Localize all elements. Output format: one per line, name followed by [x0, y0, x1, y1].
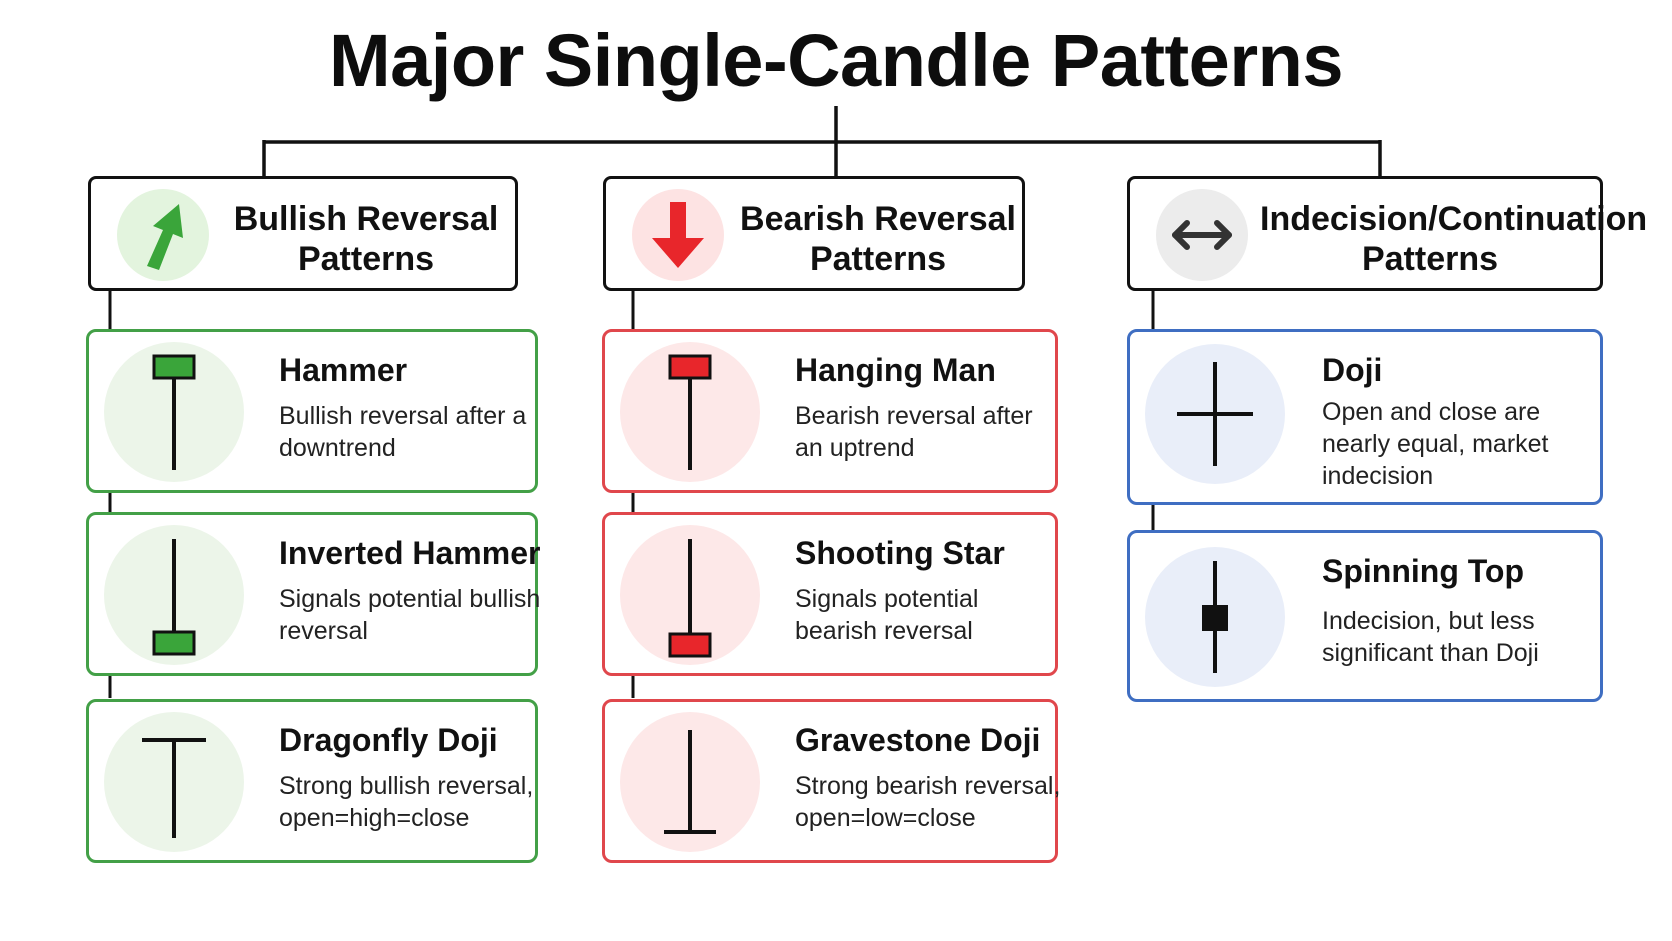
pattern-description: Signals potential bearish reversal: [795, 585, 979, 645]
pattern-card-gravestone-doji: Gravestone Doji Strong bearish reversal,…: [602, 699, 1060, 863]
pattern-card-inverted-hammer: Inverted Hammer Signals potential bullis…: [86, 512, 541, 676]
pattern-card-shooting-star: Shooting Star Signals potential bearish …: [602, 512, 1058, 676]
inverted-hammer-candle-icon: [104, 525, 244, 665]
pattern-card-dragonfly-doji: Dragonfly Doji Strong bullish reversal, …: [86, 699, 538, 863]
header-label: Indecision/Continuation Patterns: [1260, 200, 1648, 278]
pattern-description: Open and close are nearly equal, market …: [1322, 398, 1549, 490]
arrow-down-icon: [632, 189, 724, 281]
hammer-candle-icon: [104, 342, 244, 482]
pattern-description: Bullish reversal after a downtrend: [279, 402, 527, 462]
pattern-description: Strong bullish reversal, open=high=close: [279, 772, 534, 832]
spinning-top-candle-icon: [1145, 547, 1285, 687]
pattern-card-hammer: Hammer Bullish reversal after a downtren…: [86, 329, 538, 493]
header-label: Bullish Reversal Patterns: [233, 200, 499, 278]
pattern-description: Signals potential bullish reversal: [279, 585, 541, 645]
pattern-name: Dragonfly Doji: [279, 722, 498, 758]
pattern-name: Spinning Top: [1322, 553, 1525, 589]
pattern-name: Hanging Man: [795, 352, 996, 388]
pattern-name: Gravestone Doji: [795, 722, 1041, 758]
pattern-description: Strong bearish reversal, open=low=close: [795, 772, 1061, 832]
dragonfly-doji-candle-icon: [104, 712, 244, 852]
doji-candle-icon: [1145, 344, 1285, 484]
double-arrow-icon: [1156, 189, 1248, 281]
header-indecision-continuation: Indecision/Continuation Patterns: [1127, 176, 1648, 291]
header-bullish-reversal: Bullish Reversal Patterns: [88, 176, 518, 291]
pattern-description: Bearish reversal after an uptrend: [795, 402, 1033, 462]
pattern-name: Doji: [1322, 352, 1383, 388]
diagram-title: Major Single-Candle Patterns: [329, 19, 1343, 102]
pattern-name: Shooting Star: [795, 535, 1005, 571]
pattern-card-doji: Doji Open and close are nearly equal, ma…: [1127, 329, 1603, 505]
arrow-up-right-icon: [117, 189, 209, 281]
hanging-man-candle-icon: [620, 342, 760, 482]
header-label: Bearish Reversal Patterns: [740, 200, 1016, 278]
pattern-name: Inverted Hammer: [279, 535, 541, 571]
pattern-card-spinning-top: Spinning Top Indecision, but less signif…: [1127, 530, 1603, 702]
pattern-name: Hammer: [279, 352, 408, 388]
pattern-card-hanging-man: Hanging Man Bearish reversal after an up…: [602, 329, 1058, 493]
shooting-star-candle-icon: [620, 525, 760, 665]
gravestone-doji-candle-icon: [620, 712, 760, 852]
header-bearish-reversal: Bearish Reversal Patterns: [603, 176, 1025, 291]
pattern-description: Indecision, but less significant than Do…: [1322, 607, 1539, 667]
